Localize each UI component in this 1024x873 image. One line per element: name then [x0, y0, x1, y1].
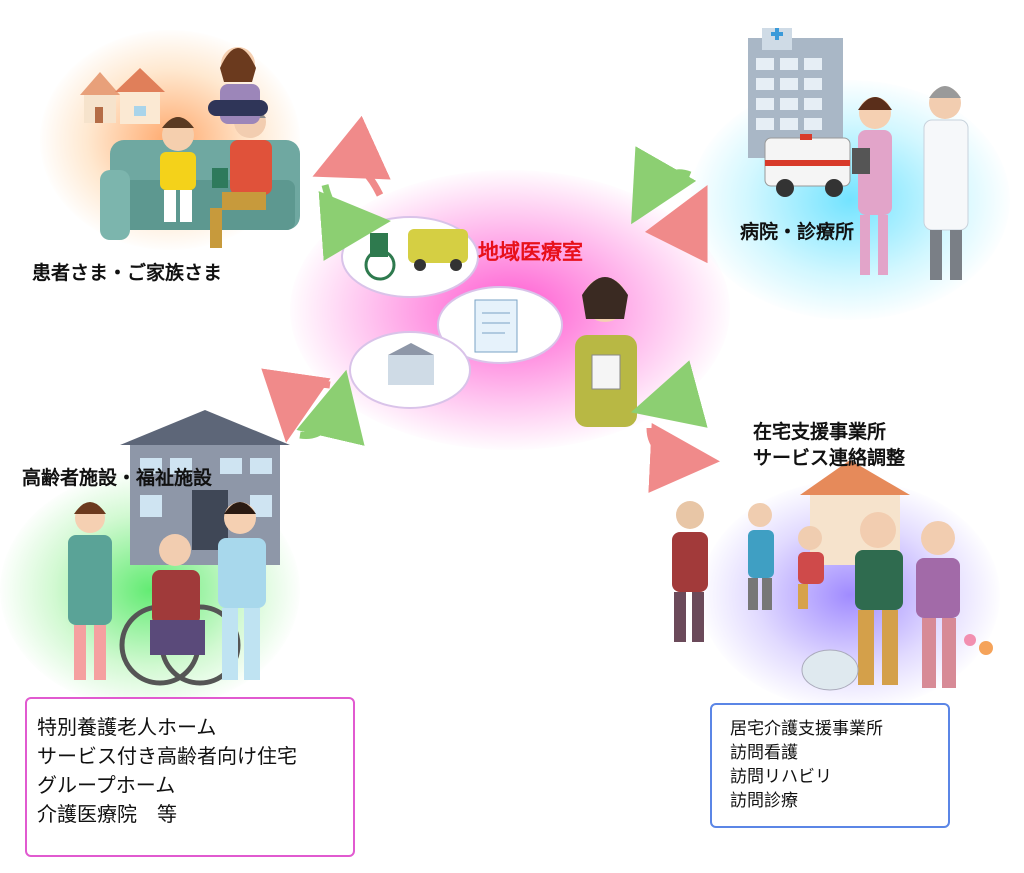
arrow-from-homecare — [630, 360, 708, 428]
center-illustration — [341, 216, 637, 427]
hospital-illustration — [748, 28, 969, 280]
coordinator-figure — [575, 277, 637, 427]
arrow-from-hospital — [631, 146, 697, 225]
center-title: 地域医療室 — [478, 240, 583, 264]
homecare-list-item: 居宅介護支援事業所 — [730, 719, 883, 739]
facility-list-item: 特別養護老人ホーム — [37, 715, 217, 739]
facility-list-box: 特別養護老人ホーム サービス付き高齢者向け住宅 グループホーム 介護医療院 等 — [25, 697, 355, 857]
hospital-label: 病院・診療所 — [740, 221, 855, 243]
facility-list-item: 介護医療院 等 — [37, 802, 177, 826]
facility-label: 高齢者施設・福祉施設 — [22, 467, 213, 489]
facility-list-item: グループホーム — [37, 773, 176, 797]
arrow-from-facility — [296, 369, 365, 446]
van-icon — [408, 229, 468, 271]
arrow-to-patient — [312, 115, 391, 197]
arrow-to-facility — [261, 368, 331, 443]
arrow-to-homecare — [646, 423, 720, 493]
homecare-list-item: 訪問診療 — [730, 791, 798, 811]
facility-building-icon — [120, 410, 290, 565]
arrow-from-patient — [318, 184, 391, 261]
homecare-label-line1: 在宅支援事業所 — [753, 421, 887, 443]
ambulance-icon — [764, 134, 851, 197]
homecare-label-line2: サービス連絡調整 — [753, 447, 906, 469]
homecare-illustration — [672, 460, 993, 691]
homecare-list-box: 居宅介護支援事業所 訪問看護 訪問リハビリ 訪問診療 — [710, 703, 950, 828]
patient-label: 患者さま・ご家族さま — [32, 262, 223, 284]
document-icon — [474, 299, 518, 353]
building-icon — [388, 343, 434, 385]
cloud-document — [437, 286, 563, 364]
facility-list-item: サービス付き高齢者向け住宅 — [37, 744, 297, 768]
homecare-list-item: 訪問看護 — [730, 743, 798, 763]
arrow-to-hospital — [644, 184, 708, 264]
facility-illustration — [68, 410, 290, 686]
house-icon — [80, 68, 165, 124]
homecare-list-item: 訪問リハビリ — [730, 767, 832, 787]
family-illustration — [80, 47, 300, 248]
